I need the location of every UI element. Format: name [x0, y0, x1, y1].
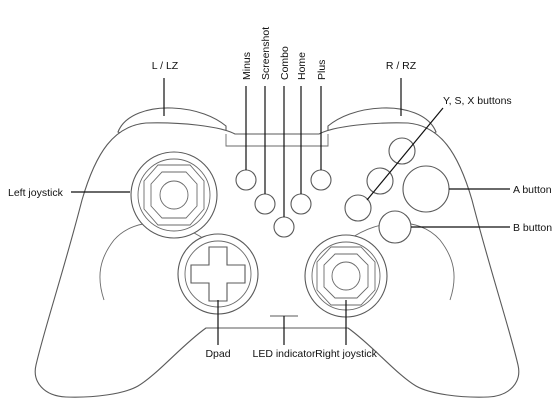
home-button[interactable]	[290, 193, 312, 215]
a-button[interactable]	[402, 165, 450, 213]
label-dpad: Dpad	[205, 348, 230, 360]
label-b-button: B button	[513, 222, 552, 234]
label-r-rz: R / RZ	[386, 60, 417, 72]
s-button[interactable]	[366, 167, 394, 195]
combo-button[interactable]	[273, 216, 295, 238]
screenshot-button[interactable]	[254, 193, 276, 215]
y-button[interactable]	[388, 137, 416, 165]
b-button[interactable]	[378, 210, 412, 244]
label-right-joystick: Right joystick	[315, 348, 378, 360]
label-a-button: A button	[513, 184, 552, 196]
left-joystick[interactable]	[130, 151, 218, 239]
leader-ysx	[366, 107, 444, 201]
label-left-joystick: Left joystick	[8, 187, 64, 199]
label-plus: Plus	[316, 60, 328, 80]
label-home: Home	[296, 52, 308, 80]
center-panel-top	[225, 134, 329, 147]
right-inner-contour	[341, 222, 455, 301]
label-ysx: Y, S, X buttons	[443, 95, 512, 107]
label-minus: Minus	[241, 52, 253, 80]
label-combo: Combo	[279, 46, 291, 80]
minus-button[interactable]	[235, 169, 257, 191]
label-led: LED indicator	[252, 348, 316, 360]
x-button[interactable]	[344, 194, 372, 222]
label-l-lz: L / LZ	[152, 60, 179, 72]
plus-button[interactable]	[310, 169, 332, 191]
label-screenshot: Screenshot	[260, 27, 272, 80]
